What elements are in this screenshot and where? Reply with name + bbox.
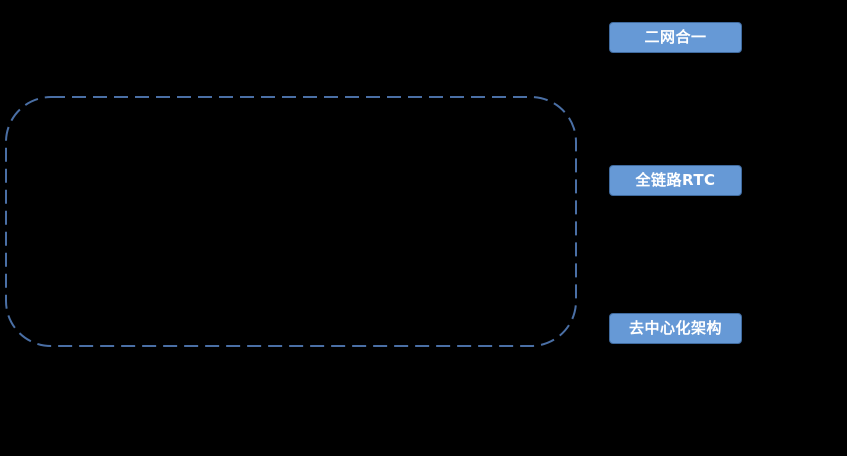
- dashed-boundary-rect: [5, 96, 577, 347]
- feature-chip-label: 去中心化架构: [628, 319, 722, 337]
- feature-chip-er-wang-he-yi[interactable]: 二网合一: [609, 22, 742, 53]
- dashed-boundary-region: [5, 96, 577, 347]
- feature-chip-label: 全链路RTC: [635, 171, 716, 189]
- feature-chip-qu-zhong-xin-hua-jia-gou[interactable]: 去中心化架构: [609, 313, 742, 344]
- feature-chip-quan-lian-lu-rtc[interactable]: 全链路RTC: [609, 165, 742, 196]
- feature-chip-label: 二网合一: [644, 28, 707, 46]
